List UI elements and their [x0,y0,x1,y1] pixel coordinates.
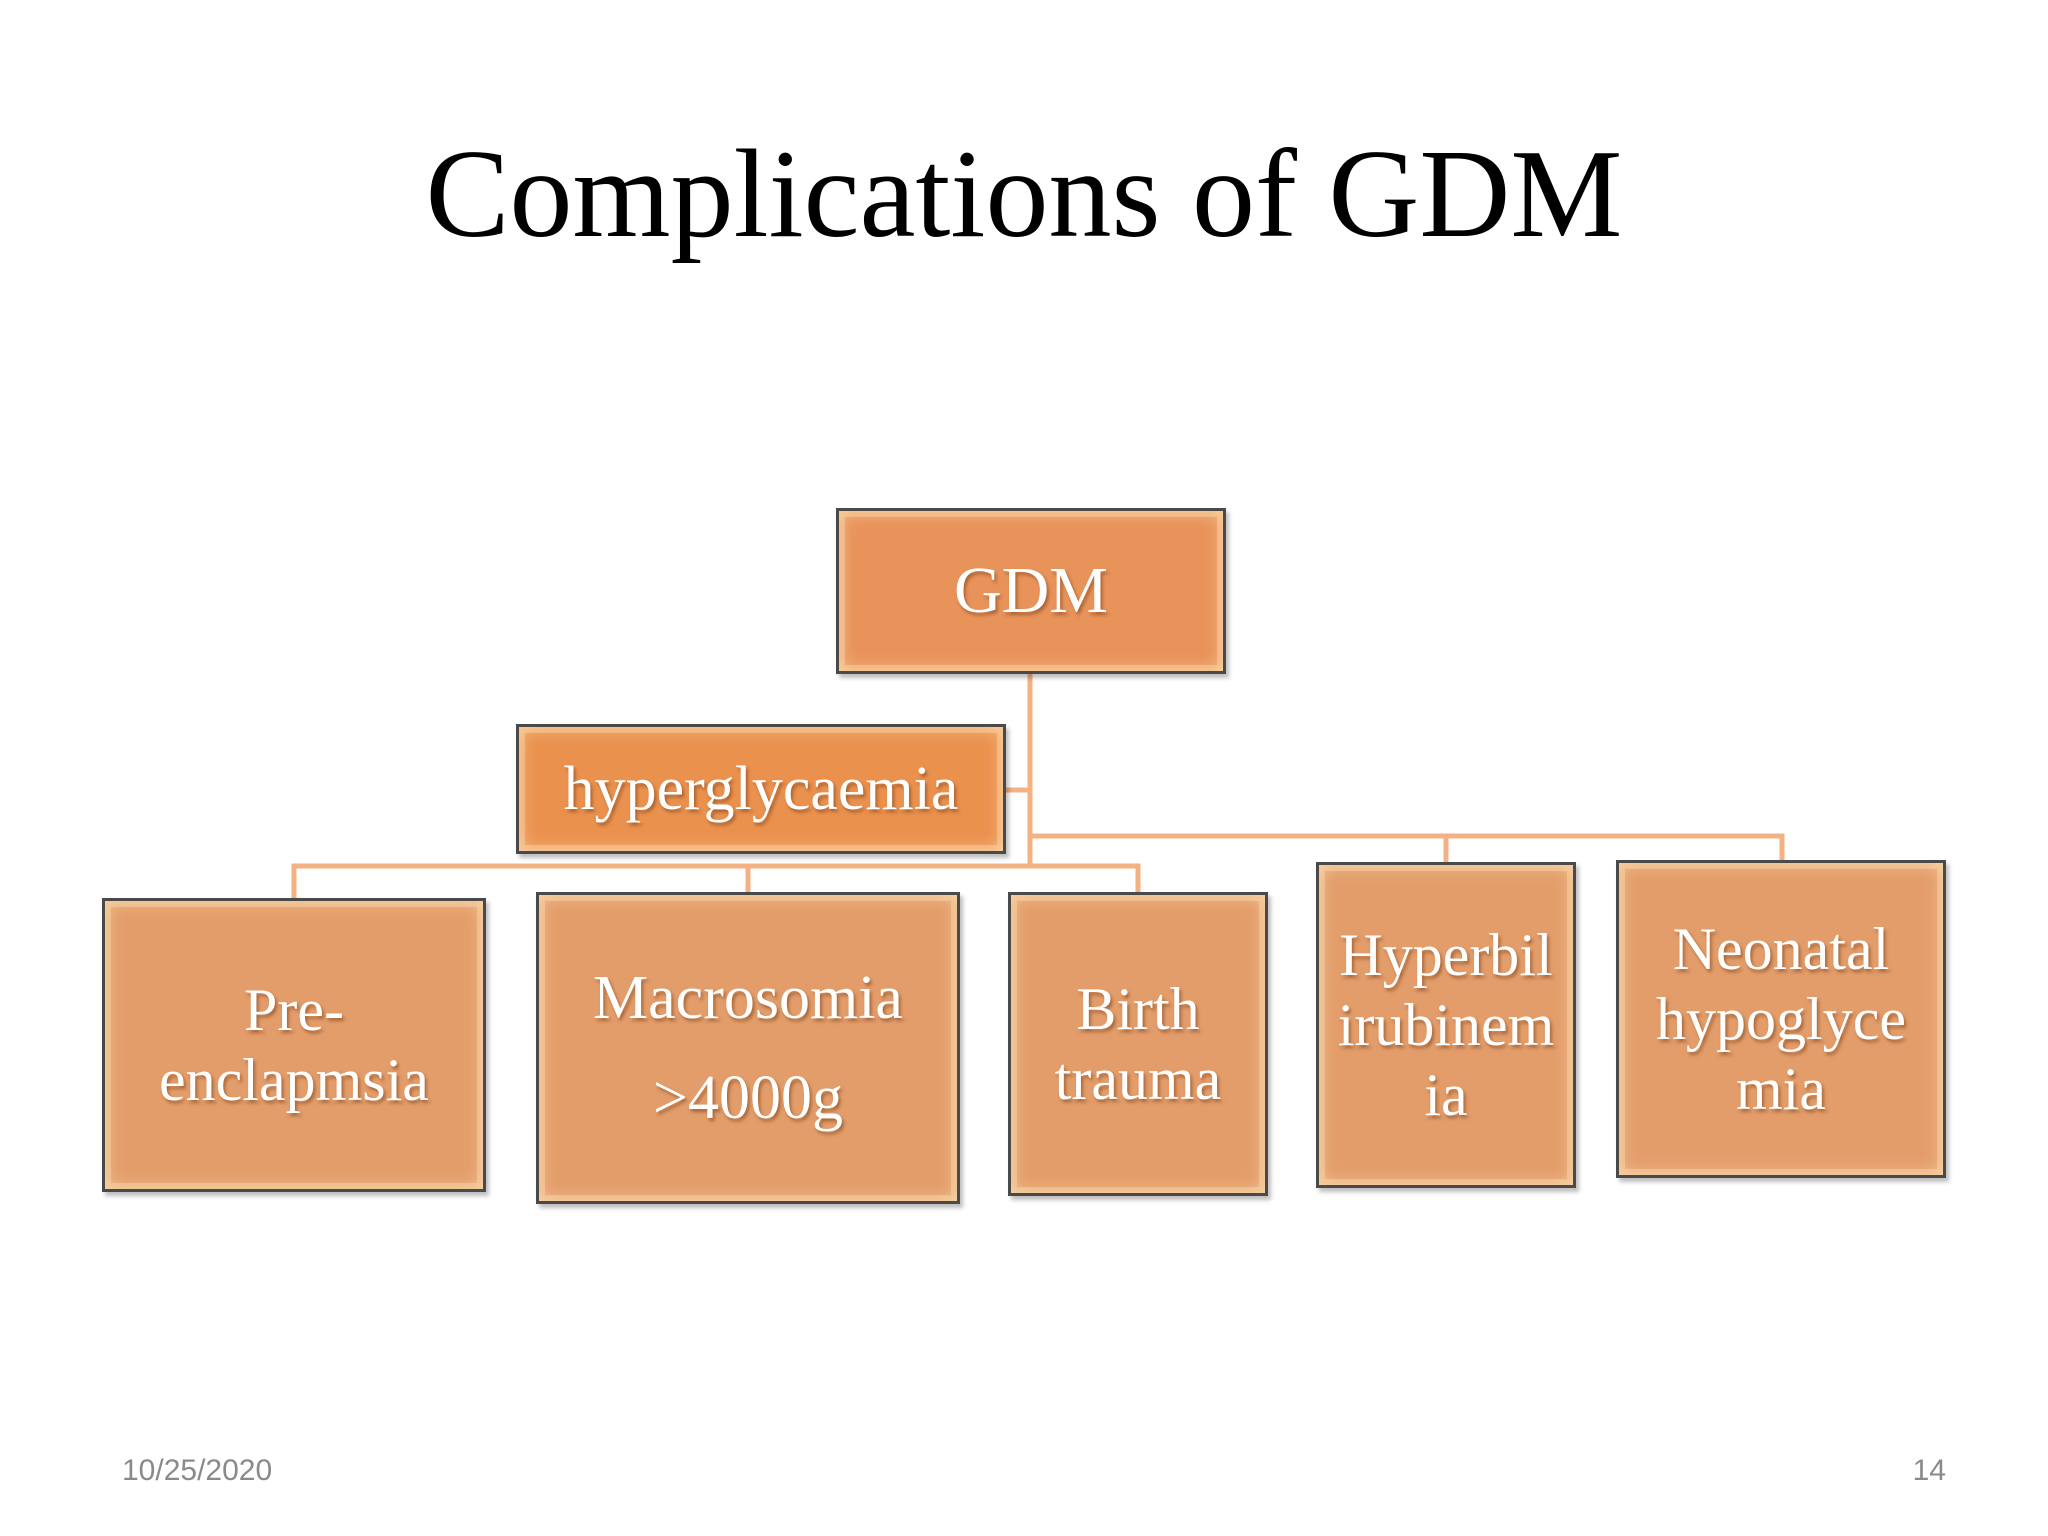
slide-page-number: 14 [1912,1454,1946,1487]
assistant-node-hyperglycaemia: hyperglycaemia [516,724,1006,854]
child-node-pre-eclampsia: Pre- enclapmsia [102,898,486,1192]
child-node-label: Pre- enclapmsia [159,977,429,1113]
child-node-label: Birth trauma [1054,976,1222,1112]
root-node-gdm: GDM [836,508,1226,674]
child-node-macrosomia: Macrosomia >4000g [536,892,960,1204]
child-node-label: Macrosomia >4000g [593,964,903,1132]
slide-title: Complications of GDM [425,125,1623,264]
child-node-label: Hyperbil irubinem ia [1337,922,1555,1128]
child-node-hyperbilirubinemia: Hyperbil irubinem ia [1316,862,1576,1188]
assistant-node-label: hyperglycaemia [563,755,959,823]
child-node-birth-trauma: Birth trauma [1008,892,1268,1196]
child-node-label: Neonatal hypoglyce mia [1656,916,1906,1122]
slide-date: 10/25/2020 [122,1454,273,1487]
root-node-label: GDM [953,554,1108,627]
child-node-neonatal-hypoglycemia: Neonatal hypoglyce mia [1616,860,1946,1178]
